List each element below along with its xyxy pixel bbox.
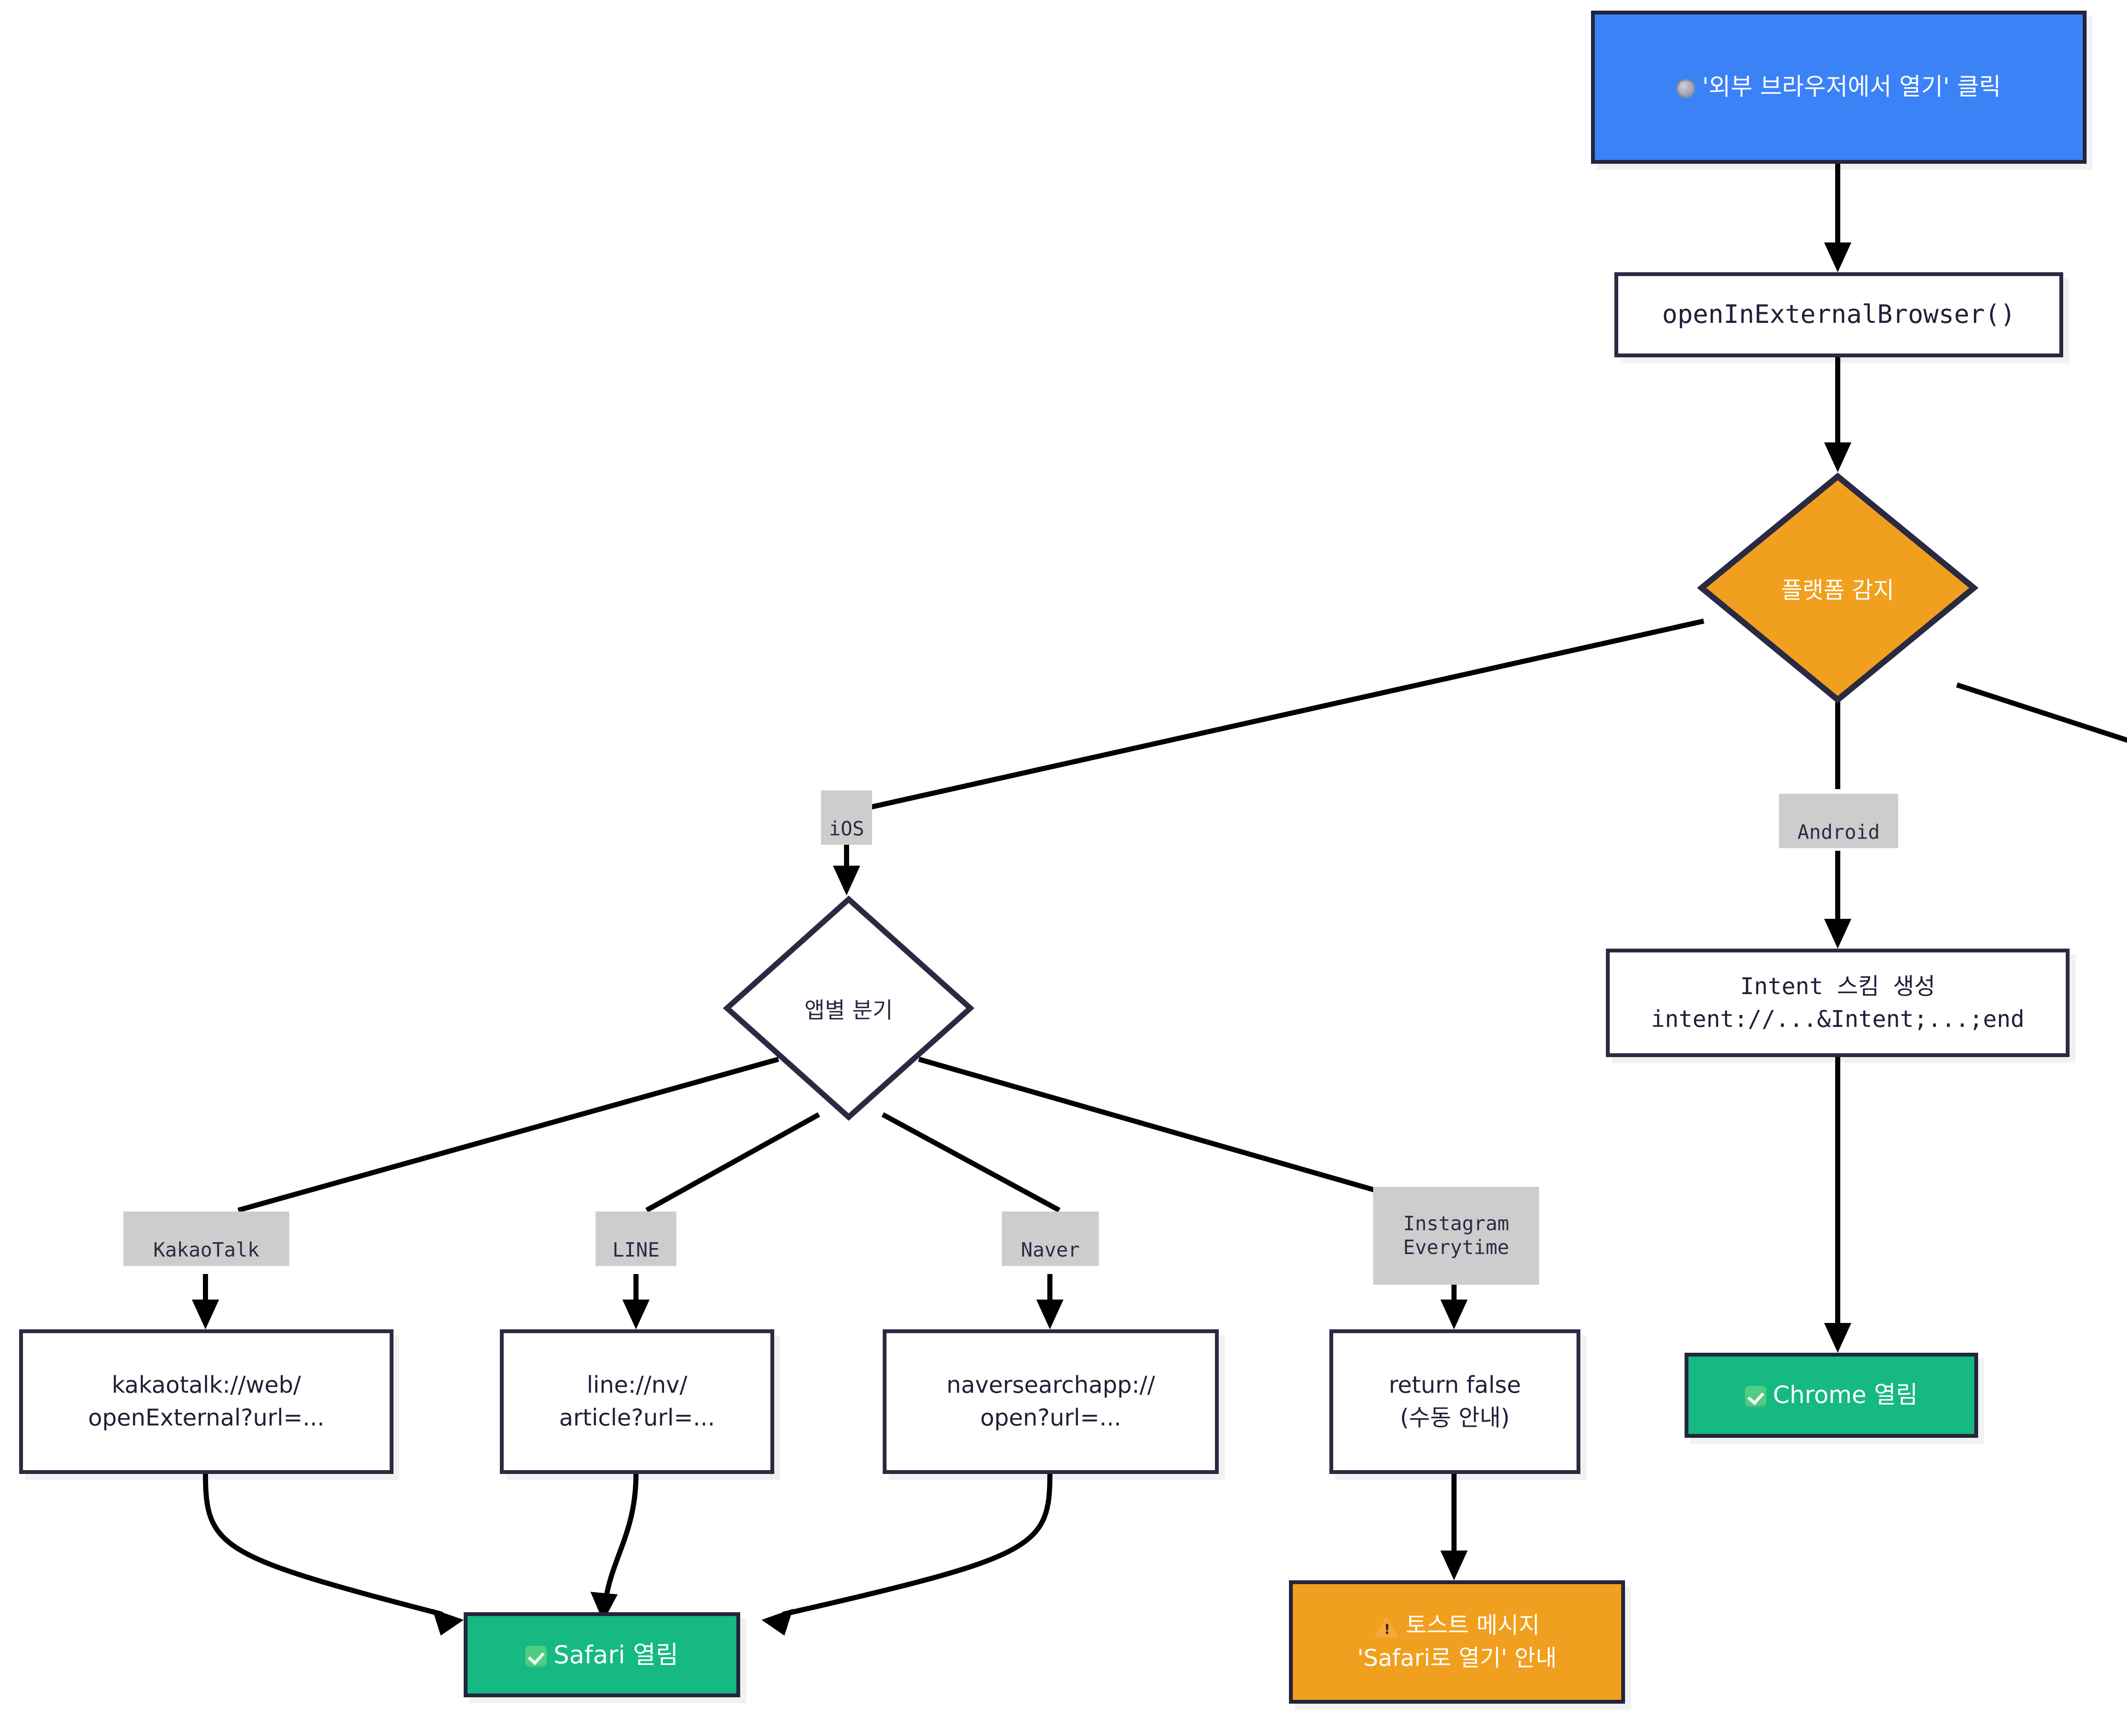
- node-app-branch[interactable]: 앱별 분기: [723, 895, 974, 1121]
- check-box-icon: [525, 1645, 547, 1667]
- edge-platform-to-ios: [865, 619, 1705, 811]
- node-app-branch-label: 앱별 분기: [804, 998, 893, 1023]
- edge-label-ios: iOS: [821, 790, 872, 845]
- radio-button-icon: [1677, 79, 1696, 98]
- node-toast-message-line1: 토스트 메시지: [1406, 1612, 1540, 1639]
- node-chrome-open-label: Chrome 열림: [1773, 1381, 1918, 1409]
- node-naver-scheme[interactable]: naversearchapp:// open?url=...: [883, 1329, 1219, 1474]
- node-platform-detect-label: 플랫폼 감지: [1781, 577, 1894, 604]
- edge-label-kakaotalk-text: KakaoTalk: [153, 1238, 259, 1262]
- arrowhead-line-scheme: [622, 1300, 650, 1329]
- arrowhead-openfn-platform: [1824, 442, 1851, 472]
- edge-label-android: Android: [1779, 794, 1898, 848]
- edge-label-naver: Naver: [1002, 1211, 1099, 1266]
- arrowhead-android-intent: [1824, 919, 1851, 949]
- node-chrome-open[interactable]: Chrome 열림: [1685, 1353, 1978, 1438]
- edge-label-android-text: Android: [1797, 821, 1880, 844]
- edge-label-ios-text: iOS: [829, 817, 864, 841]
- node-line-scheme-line1: line://nv/: [587, 1371, 687, 1399]
- edge-appbranch-to-naver: [881, 1112, 1061, 1213]
- node-naver-scheme-line2: open?url=...: [980, 1404, 1121, 1431]
- node-return-false-line1: return false: [1389, 1371, 1521, 1399]
- node-platform-detect[interactable]: 플랫폼 감지: [1697, 472, 1978, 704]
- node-safari-open-label: Safari 열림: [553, 1640, 679, 1669]
- warning-icon: [1374, 1616, 1399, 1638]
- arrowhead-kakaoscheme-safari: [432, 1609, 464, 1636]
- arrowhead-instagram-returnfalse: [1440, 1300, 1468, 1329]
- edge-label-instagram-everytime: Instagram Everytime: [1373, 1187, 1539, 1285]
- node-kakaotalk-scheme[interactable]: kakaotalk://web/ openExternal?url=...: [19, 1329, 393, 1474]
- node-toast-message[interactable]: 토스트 메시지 'Safari로 열기' 안내: [1289, 1580, 1625, 1704]
- arrowhead-naver-scheme: [1036, 1300, 1064, 1329]
- arrowhead-returnfalse-toast: [1440, 1551, 1468, 1580]
- node-open-fn-label: openInExternalBrowser(): [1662, 299, 2016, 330]
- edge-label-kakaotalk: KakaoTalk: [123, 1211, 289, 1266]
- edge-kakaoscheme-to-safari: [203, 1474, 443, 1617]
- node-safari-open[interactable]: Safari 열림: [464, 1612, 740, 1697]
- node-line-scheme[interactable]: line://nv/ article?url=...: [500, 1329, 774, 1474]
- diamond-shape: [1697, 472, 1978, 704]
- node-intent-scheme-line2: intent://...&Intent;...;end: [1651, 1005, 2024, 1032]
- edge-label-naver-text: Naver: [1021, 1238, 1080, 1262]
- arrowhead-start-openfn: [1824, 242, 1851, 272]
- arrowhead-ios-appbranch: [833, 866, 860, 895]
- edge-label-instagram-everytime-text: Instagram Everytime: [1403, 1211, 1509, 1259]
- node-line-scheme-line2: article?url=...: [559, 1404, 715, 1431]
- node-intent-scheme-line1: Intent 스킴 생성: [1740, 972, 1936, 1000]
- node-intent-scheme[interactable]: Intent 스킴 생성 intent://...&Intent;...;end: [1606, 949, 2070, 1057]
- node-kakaotalk-scheme-line2: openExternal?url=...: [88, 1404, 325, 1431]
- edge-label-line: LINE: [596, 1211, 676, 1266]
- arrowhead-kakao-scheme: [192, 1300, 219, 1329]
- diamond-shape: [723, 895, 974, 1121]
- node-return-false-line2: (수동 안내): [1400, 1404, 1510, 1431]
- edge-label-line-text: LINE: [612, 1238, 660, 1262]
- edge-platform-to-other: [1956, 682, 2127, 743]
- node-open-in-external-browser[interactable]: openInExternalBrowser(): [1614, 272, 2063, 357]
- node-kakaotalk-scheme-line1: kakaotalk://web/: [111, 1371, 301, 1399]
- node-toast-message-line2: 'Safari로 열기' 안내: [1357, 1645, 1557, 1671]
- edge-appbranch-to-line: [645, 1112, 820, 1213]
- node-start[interactable]: '외부 브라우저에서 열기' 클릭: [1591, 11, 2087, 164]
- node-start-label: '외부 브라우저에서 열기' 클릭: [1702, 73, 2001, 101]
- check-box-icon: [1745, 1386, 1766, 1408]
- arrowhead-naverscheme-safari: [761, 1609, 793, 1636]
- node-return-false[interactable]: return false (수동 안내): [1329, 1329, 1580, 1474]
- edge-linescheme-to-safari: [603, 1474, 639, 1600]
- edge-appbranch-to-kakao: [237, 1057, 779, 1213]
- arrowhead-intent-chrome: [1824, 1323, 1851, 1353]
- edge-appbranch-to-instagram: [918, 1057, 1379, 1194]
- edge-naverscheme-to-safari: [782, 1474, 1052, 1617]
- node-naver-scheme-line1: naversearchapp://: [946, 1371, 1155, 1399]
